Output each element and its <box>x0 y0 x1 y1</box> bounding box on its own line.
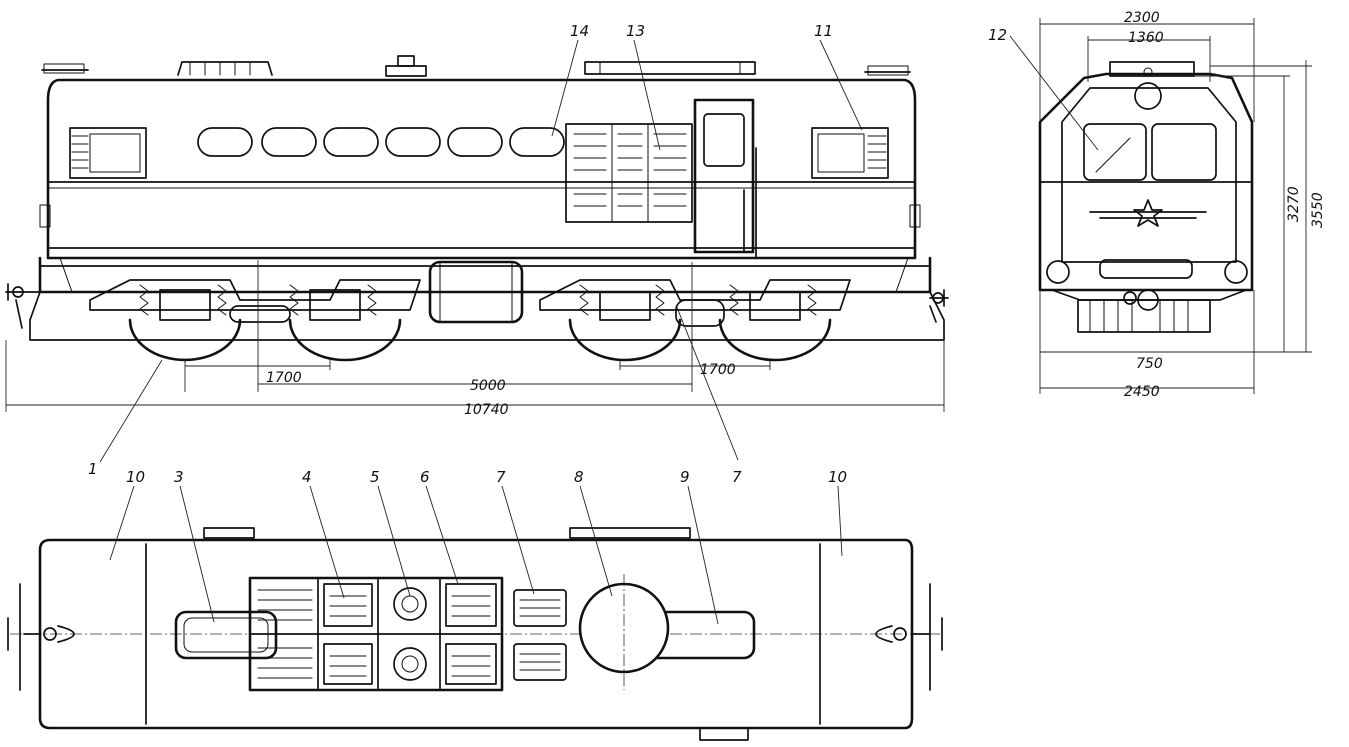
dim-overall-width-top: 2300 <box>1124 10 1160 26</box>
front-window-right <box>1151 123 1217 181</box>
dim-bogie-wheelbase-left: 1700 <box>266 370 302 386</box>
headlight-right <box>1224 260 1248 284</box>
side-elevation-view: 1 7 11 13 14 1700 1700 5000 10740 <box>5 22 949 486</box>
front-end-view: 2300 1360 750 2450 3270 3550 12 <box>988 10 1326 400</box>
plan-body-outline <box>38 538 914 730</box>
car-body <box>46 78 917 260</box>
fan-upper <box>393 587 427 621</box>
fan-lower <box>393 647 427 681</box>
side-couplers <box>5 283 949 329</box>
callout-5: 5 <box>370 468 380 486</box>
front-body-outline <box>1038 72 1254 292</box>
roof-hatch-left <box>174 610 278 660</box>
dim-body-height: 3270 <box>1286 186 1302 222</box>
roof-radiator-block <box>248 576 504 692</box>
callout-10-left: 10 <box>126 468 145 486</box>
callout-7-side: 7 <box>732 468 742 486</box>
callout-8: 8 <box>574 468 584 486</box>
headlight-left <box>1046 260 1070 284</box>
roof-panels-7 <box>513 589 567 681</box>
callout-12: 12 <box>988 26 1007 44</box>
cab-door <box>693 98 757 259</box>
dim-cab-width: 1360 <box>1128 30 1164 46</box>
front-star-emblem <box>1089 199 1207 227</box>
dim-bogie-centres: 5000 <box>470 378 506 394</box>
bogie-front <box>89 279 421 362</box>
side-dimensions <box>5 260 945 412</box>
callout-6: 6 <box>420 468 430 486</box>
dim-overall-width-base: 2450 <box>1124 384 1160 400</box>
fuel-tank <box>428 260 524 324</box>
callout-1: 1 <box>88 460 98 478</box>
engine-room-portholes <box>197 127 565 157</box>
callout-10-right: 10 <box>828 468 847 486</box>
callout-7-top: 7 <box>496 468 506 486</box>
dim-coupler-spacing: 750 <box>1136 356 1163 372</box>
plan-couplers <box>7 583 943 691</box>
callout-14: 14 <box>570 22 589 40</box>
front-window-left <box>1083 123 1147 181</box>
callout-13: 13 <box>626 22 645 40</box>
dim-overall-height: 3550 <box>1310 192 1326 228</box>
dim-bogie-wheelbase-right: 1700 <box>700 362 736 378</box>
callout-4: 4 <box>302 468 312 486</box>
callout-11: 11 <box>814 22 833 40</box>
bogie-rear <box>539 279 851 362</box>
callout-3: 3 <box>174 468 184 486</box>
cab-window-left <box>69 127 147 179</box>
side-louvre-panel <box>565 123 693 223</box>
underframe <box>38 256 932 294</box>
cab-window-right <box>811 127 889 179</box>
front-dimensions <box>1009 18 1312 394</box>
dim-overall-length: 10740 <box>464 402 509 418</box>
roof-equipment <box>41 55 911 77</box>
callout-9: 9 <box>680 468 690 486</box>
plan-view: 10 3 4 5 6 7 8 9 10 <box>7 468 943 741</box>
